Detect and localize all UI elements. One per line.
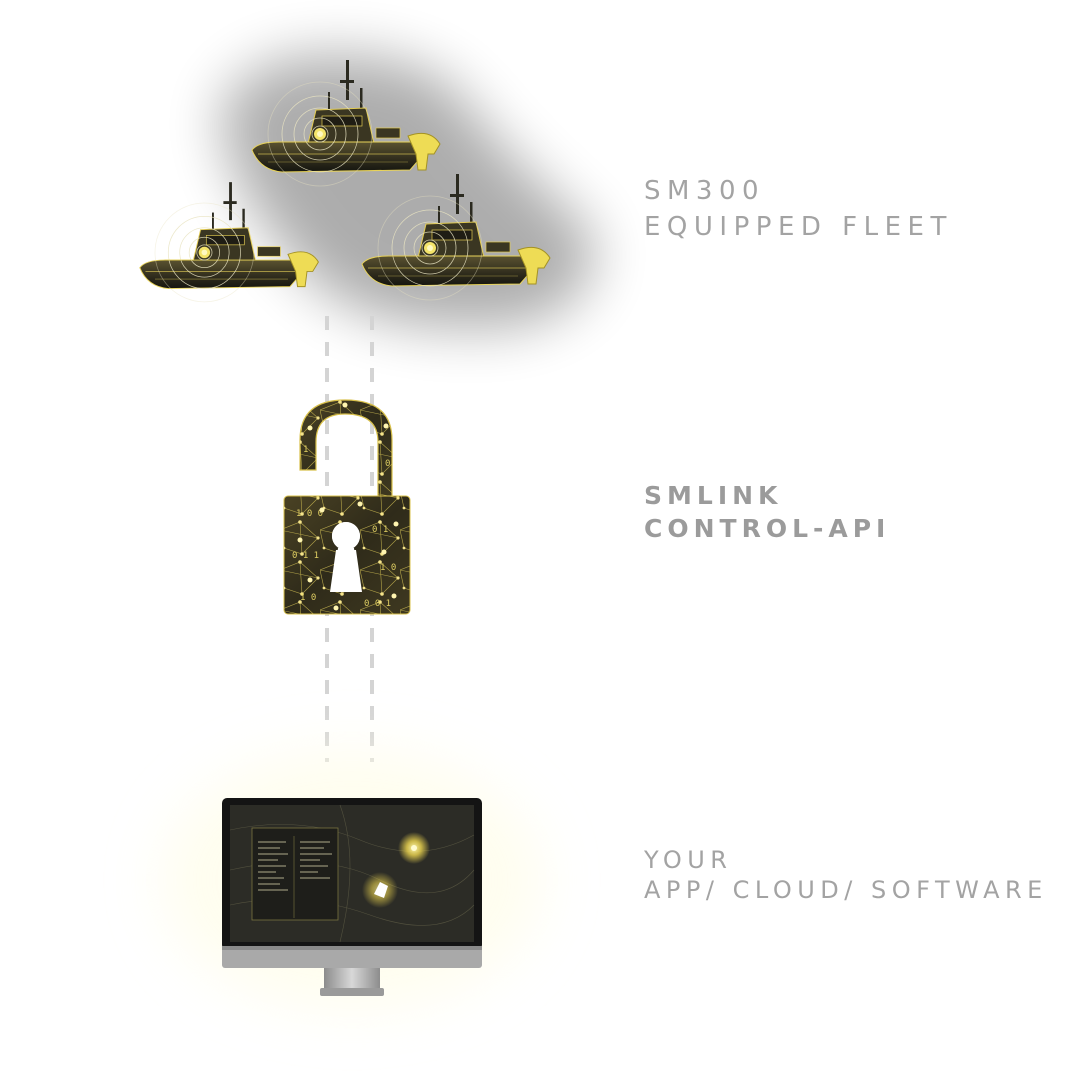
app-label: YOUR APP/ CLOUD/ SOFTWARE	[644, 848, 1048, 908]
connector-lines	[325, 316, 374, 762]
api-label: SMLINK CONTROL-API	[644, 483, 890, 549]
svg-text:0 0 1: 0 0 1	[364, 599, 391, 609]
fleet-label-line1: SM300	[644, 176, 766, 206]
fleet-label-line2: EQUIPPED FLEET	[644, 212, 953, 242]
svg-text:1 0 0: 1 0 0	[296, 509, 323, 519]
api-label-line1: SMLINK	[644, 481, 783, 510]
svg-text:0 1: 0 1	[372, 525, 388, 535]
desktop-monitor-icon	[162, 750, 542, 1010]
fleet-group	[139, 54, 594, 328]
svg-text:1: 1	[303, 445, 308, 455]
unlocked-padlock-icon: 1 0 0 0 1 0 1 1 1 0 1 0 0 0 1 1 0	[283, 399, 411, 615]
svg-text:1 0: 1 0	[300, 593, 316, 603]
app-label-line1: YOUR	[644, 846, 733, 874]
svg-text:0 1 1: 0 1 1	[292, 551, 319, 561]
app-label-line2: APP/ CLOUD/ SOFTWARE	[644, 876, 1048, 904]
svg-text:0: 0	[385, 459, 390, 469]
api-label-line2: CONTROL-API	[644, 514, 891, 543]
svg-text:1 0: 1 0	[380, 563, 396, 573]
fleet-label: SM300 EQUIPPED FLEET	[644, 178, 953, 250]
